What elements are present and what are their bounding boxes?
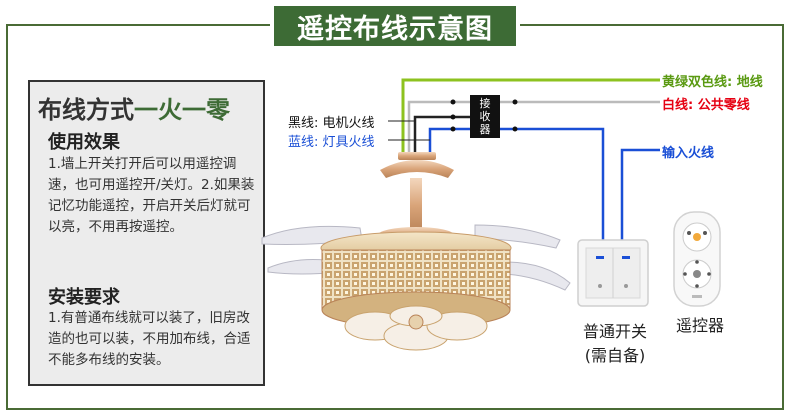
junction-dots [450,99,518,132]
usage-title: 使用效果 [48,132,120,153]
white-wire-label: 白线: 公共零线 [662,98,750,113]
panel-heading-method: 布线方式 [38,96,134,124]
switch-caption-line2: (需自备) [584,346,646,365]
install-text: 1.有普通布线就可以装了，旧房改造的也可以装，不用加布线，合适不能多布线的安装。 [48,310,251,368]
black-wire-label: 黑线: 电机火线 [288,116,375,131]
yellow-green-wire-label: 黄绿双色线: 地线 [662,75,763,90]
receiver-box [470,95,500,138]
wall-switch-image [577,239,649,307]
usage-text: 1.墙上开关打开后可以用遥控调速，也可用遥控开/关灯。2.如果装记忆功能遥控，开… [48,156,255,235]
switch-caption: 普通开关 (需自备) [570,318,660,366]
info-panel: 布线方式一火一零 使用效果 1.墙上开关打开后可以用遥控调速，也可用遥控开/关灯… [28,80,265,386]
panel-heading-highlight: 一火一零 [134,96,230,124]
receiver-label: 接收器 [479,97,491,136]
white-wire [407,100,660,155]
input-fire-wire [620,148,660,240]
input-fire-wire-label: 输入火线 [662,146,715,161]
blue-wire [428,127,470,155]
black-wire [413,115,470,155]
install-title: 安装要求 [48,287,120,308]
receiver-output-wire [500,127,605,240]
panel-heading: 布线方式一火一零 [38,90,230,125]
page-title: 遥控布线示意图 [274,6,516,46]
switch-caption-line1: 普通开关 [582,322,647,341]
yellow-green-wire [401,78,660,155]
remote-control-image [673,211,721,307]
ceiling-fan-light [261,152,571,351]
blue-wire-label: 蓝线: 灯具火线 [288,135,375,150]
remote-caption: 遥控器 [675,316,724,335]
